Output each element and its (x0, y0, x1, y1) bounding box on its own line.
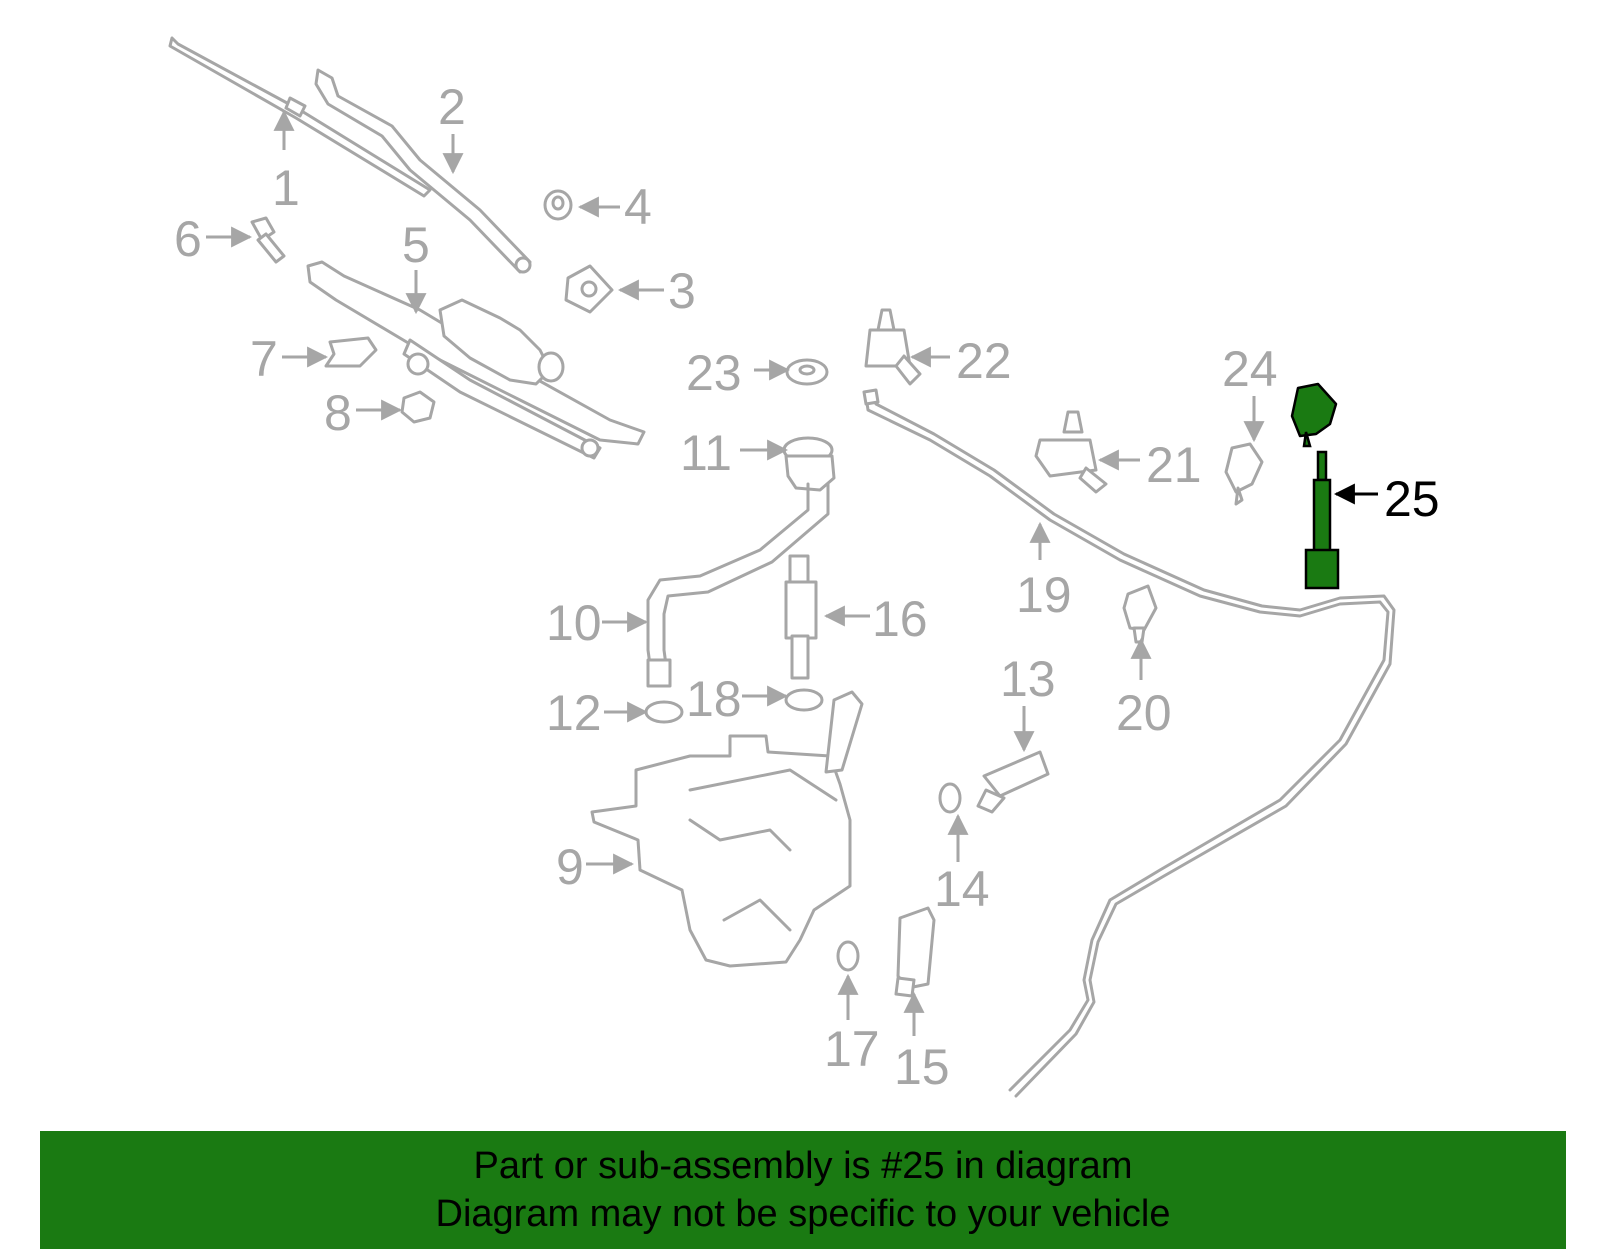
callout-9: 9 (556, 839, 584, 895)
part-19-washer-hose[interactable] (862, 388, 1396, 1098)
callout-13: 13 (1000, 651, 1056, 707)
callout-20: 20 (1116, 685, 1172, 741)
part-4-grommet[interactable] (543, 189, 573, 221)
callout-25-highlighted: 25 (1384, 471, 1440, 527)
part-8-nut[interactable] (400, 390, 436, 424)
part-6-bolt[interactable] (250, 216, 286, 264)
callout-16: 16 (872, 591, 928, 647)
part-3-pad[interactable] (564, 264, 614, 314)
part-14-seal[interactable] (938, 782, 962, 814)
part-17-seal[interactable] (836, 940, 860, 972)
part-11-filler-neck[interactable] (782, 436, 836, 492)
part-21-nozzle[interactable] (1034, 410, 1108, 494)
part-16-level-sensor[interactable] (784, 554, 818, 680)
callout-7: 7 (250, 331, 278, 387)
part-23-grommet[interactable] (785, 358, 829, 386)
callout-4: 4 (624, 179, 652, 235)
callout-1: 1 (272, 160, 300, 216)
banner-line-1: Part or sub-assembly is #25 in diagram (473, 1145, 1133, 1187)
part-12-o-ring[interactable] (644, 700, 684, 724)
part-1-wiper-blade[interactable] (168, 36, 432, 198)
part-10-filler-tube[interactable] (646, 482, 830, 688)
callout-12: 12 (546, 685, 602, 741)
callout-6: 6 (174, 211, 202, 267)
callout-labels: 1 2 4 3 5 6 7 8 23 22 21 24 25 19 20 11 … (174, 79, 1440, 1095)
callout-2: 2 (438, 79, 466, 135)
callout-18: 18 (686, 671, 742, 727)
callout-15: 15 (894, 1039, 950, 1095)
part-5-wiper-linkage[interactable] (306, 260, 646, 460)
leader-arrows (206, 109, 1378, 1036)
callout-14: 14 (934, 861, 990, 917)
part-13-washer-pump[interactable] (976, 750, 1050, 814)
callout-19: 19 (1016, 567, 1072, 623)
part-22-nozzle[interactable] (864, 308, 922, 386)
callout-8: 8 (324, 385, 352, 441)
info-banner: Part or sub-assembly is #25 in diagram D… (40, 1131, 1566, 1249)
part-2-wiper-arm[interactable] (314, 68, 532, 274)
banner-line-2: Diagram may not be specific to your vehi… (435, 1193, 1171, 1235)
callout-23: 23 (686, 345, 742, 401)
part-25-washer-nozzle-highlighted[interactable] (1290, 382, 1340, 590)
callout-3: 3 (668, 263, 696, 319)
part-9-washer-reservoir[interactable] (590, 690, 864, 968)
callout-10: 10 (546, 595, 602, 651)
callout-17: 17 (824, 1021, 880, 1077)
part-7-bracket[interactable] (324, 336, 378, 368)
callout-11: 11 (680, 425, 732, 481)
callout-21: 21 (1146, 437, 1202, 493)
callout-22: 22 (956, 333, 1012, 389)
part-20-clip[interactable] (1122, 584, 1158, 644)
callout-5: 5 (402, 217, 430, 273)
part-18-o-ring[interactable] (784, 688, 824, 712)
callout-24: 24 (1222, 341, 1278, 397)
part-15-washer-pump[interactable] (894, 906, 936, 998)
part-24-clip[interactable] (1224, 442, 1264, 506)
